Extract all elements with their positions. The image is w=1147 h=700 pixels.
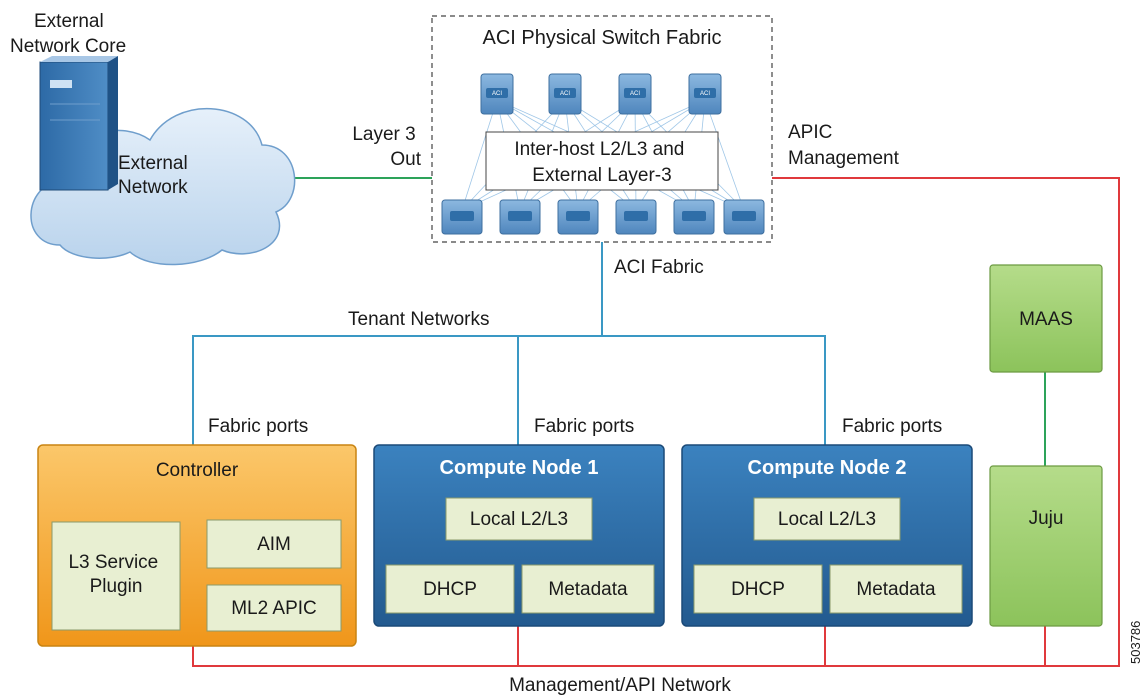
aci-fabric-title: ACI Physical Switch Fabric [483, 27, 722, 49]
dhcp-box [693, 564, 823, 614]
inter-host-box [485, 131, 719, 191]
local-l2l3-label: Local L2/L3 [778, 509, 876, 530]
apic-management-label: APIC Management [788, 122, 900, 169]
l3-service-plugin-label: L3 Service Plugin [68, 552, 163, 597]
dhcp-label: DHCP [731, 579, 785, 600]
switch-icon [723, 199, 765, 235]
dhcp-box [385, 564, 515, 614]
aci-fabric-label: ACI Fabric [614, 257, 704, 278]
external-network-label: External Network [118, 153, 193, 198]
compute-node-2-title: Compute Node 2 [748, 457, 907, 479]
svg-text:ACI: ACI [630, 91, 640, 97]
svg-text:ACI: ACI [700, 91, 710, 97]
maas-box [989, 264, 1103, 373]
compute-node-1-title: Compute Node 1 [440, 457, 599, 479]
server-icon [39, 56, 118, 191]
switch-icon [673, 199, 715, 235]
controller-title: Controller [156, 460, 239, 481]
fabric-ports-label: Fabric ports [842, 416, 942, 437]
inter-host-label: Inter-host L2/L3 and External Layer-3 [514, 139, 689, 186]
switch-icon: ACI [548, 73, 582, 115]
metadata-box [829, 564, 963, 614]
spine-switches: ACI ACI ACI ACI [480, 73, 722, 115]
management-network-links [192, 177, 1120, 667]
local-l2l3-label: Local L2/L3 [470, 509, 568, 530]
ml2-apic-label: ML2 APIC [231, 598, 317, 619]
local-l2l3-box [445, 497, 593, 541]
management-api-network-label: Management/API Network [509, 675, 731, 696]
juju-box [989, 465, 1103, 627]
switch-icon [499, 199, 541, 235]
local-l2l3-box [753, 497, 901, 541]
metadata-label: Metadata [856, 579, 936, 600]
leaf-switches [441, 199, 765, 235]
external-network-core-label: External Network Core [10, 11, 126, 57]
svg-text:ACI: ACI [560, 91, 570, 97]
switch-icon [557, 199, 599, 235]
switch-icon: ACI [618, 73, 652, 115]
switch-icon: ACI [480, 73, 514, 115]
maas-label: MAAS [1019, 309, 1073, 330]
switch-icon [441, 199, 483, 235]
dhcp-label: DHCP [423, 579, 477, 600]
metadata-box [521, 564, 655, 614]
tenant-networks-label: Tenant Networks [348, 309, 490, 330]
switch-icon: ACI [688, 73, 722, 115]
layer3-out-label: Layer 3 Out [352, 124, 421, 170]
svg-text:ACI: ACI [492, 91, 502, 97]
aim-box [206, 519, 342, 569]
juju-label: Juju [1029, 508, 1064, 529]
ml2-apic-box [206, 584, 342, 632]
switch-icon [615, 199, 657, 235]
aci-fabric-box [431, 15, 773, 243]
l3-service-plugin-box [51, 521, 181, 631]
tenant-network-links [192, 242, 826, 445]
fabric-ports-label: Fabric ports [534, 416, 634, 437]
metadata-label: Metadata [548, 579, 628, 600]
aim-label: AIM [257, 534, 291, 555]
fabric-ports-label: Fabric ports [208, 416, 308, 437]
figure-id: 503786 [1128, 621, 1143, 664]
